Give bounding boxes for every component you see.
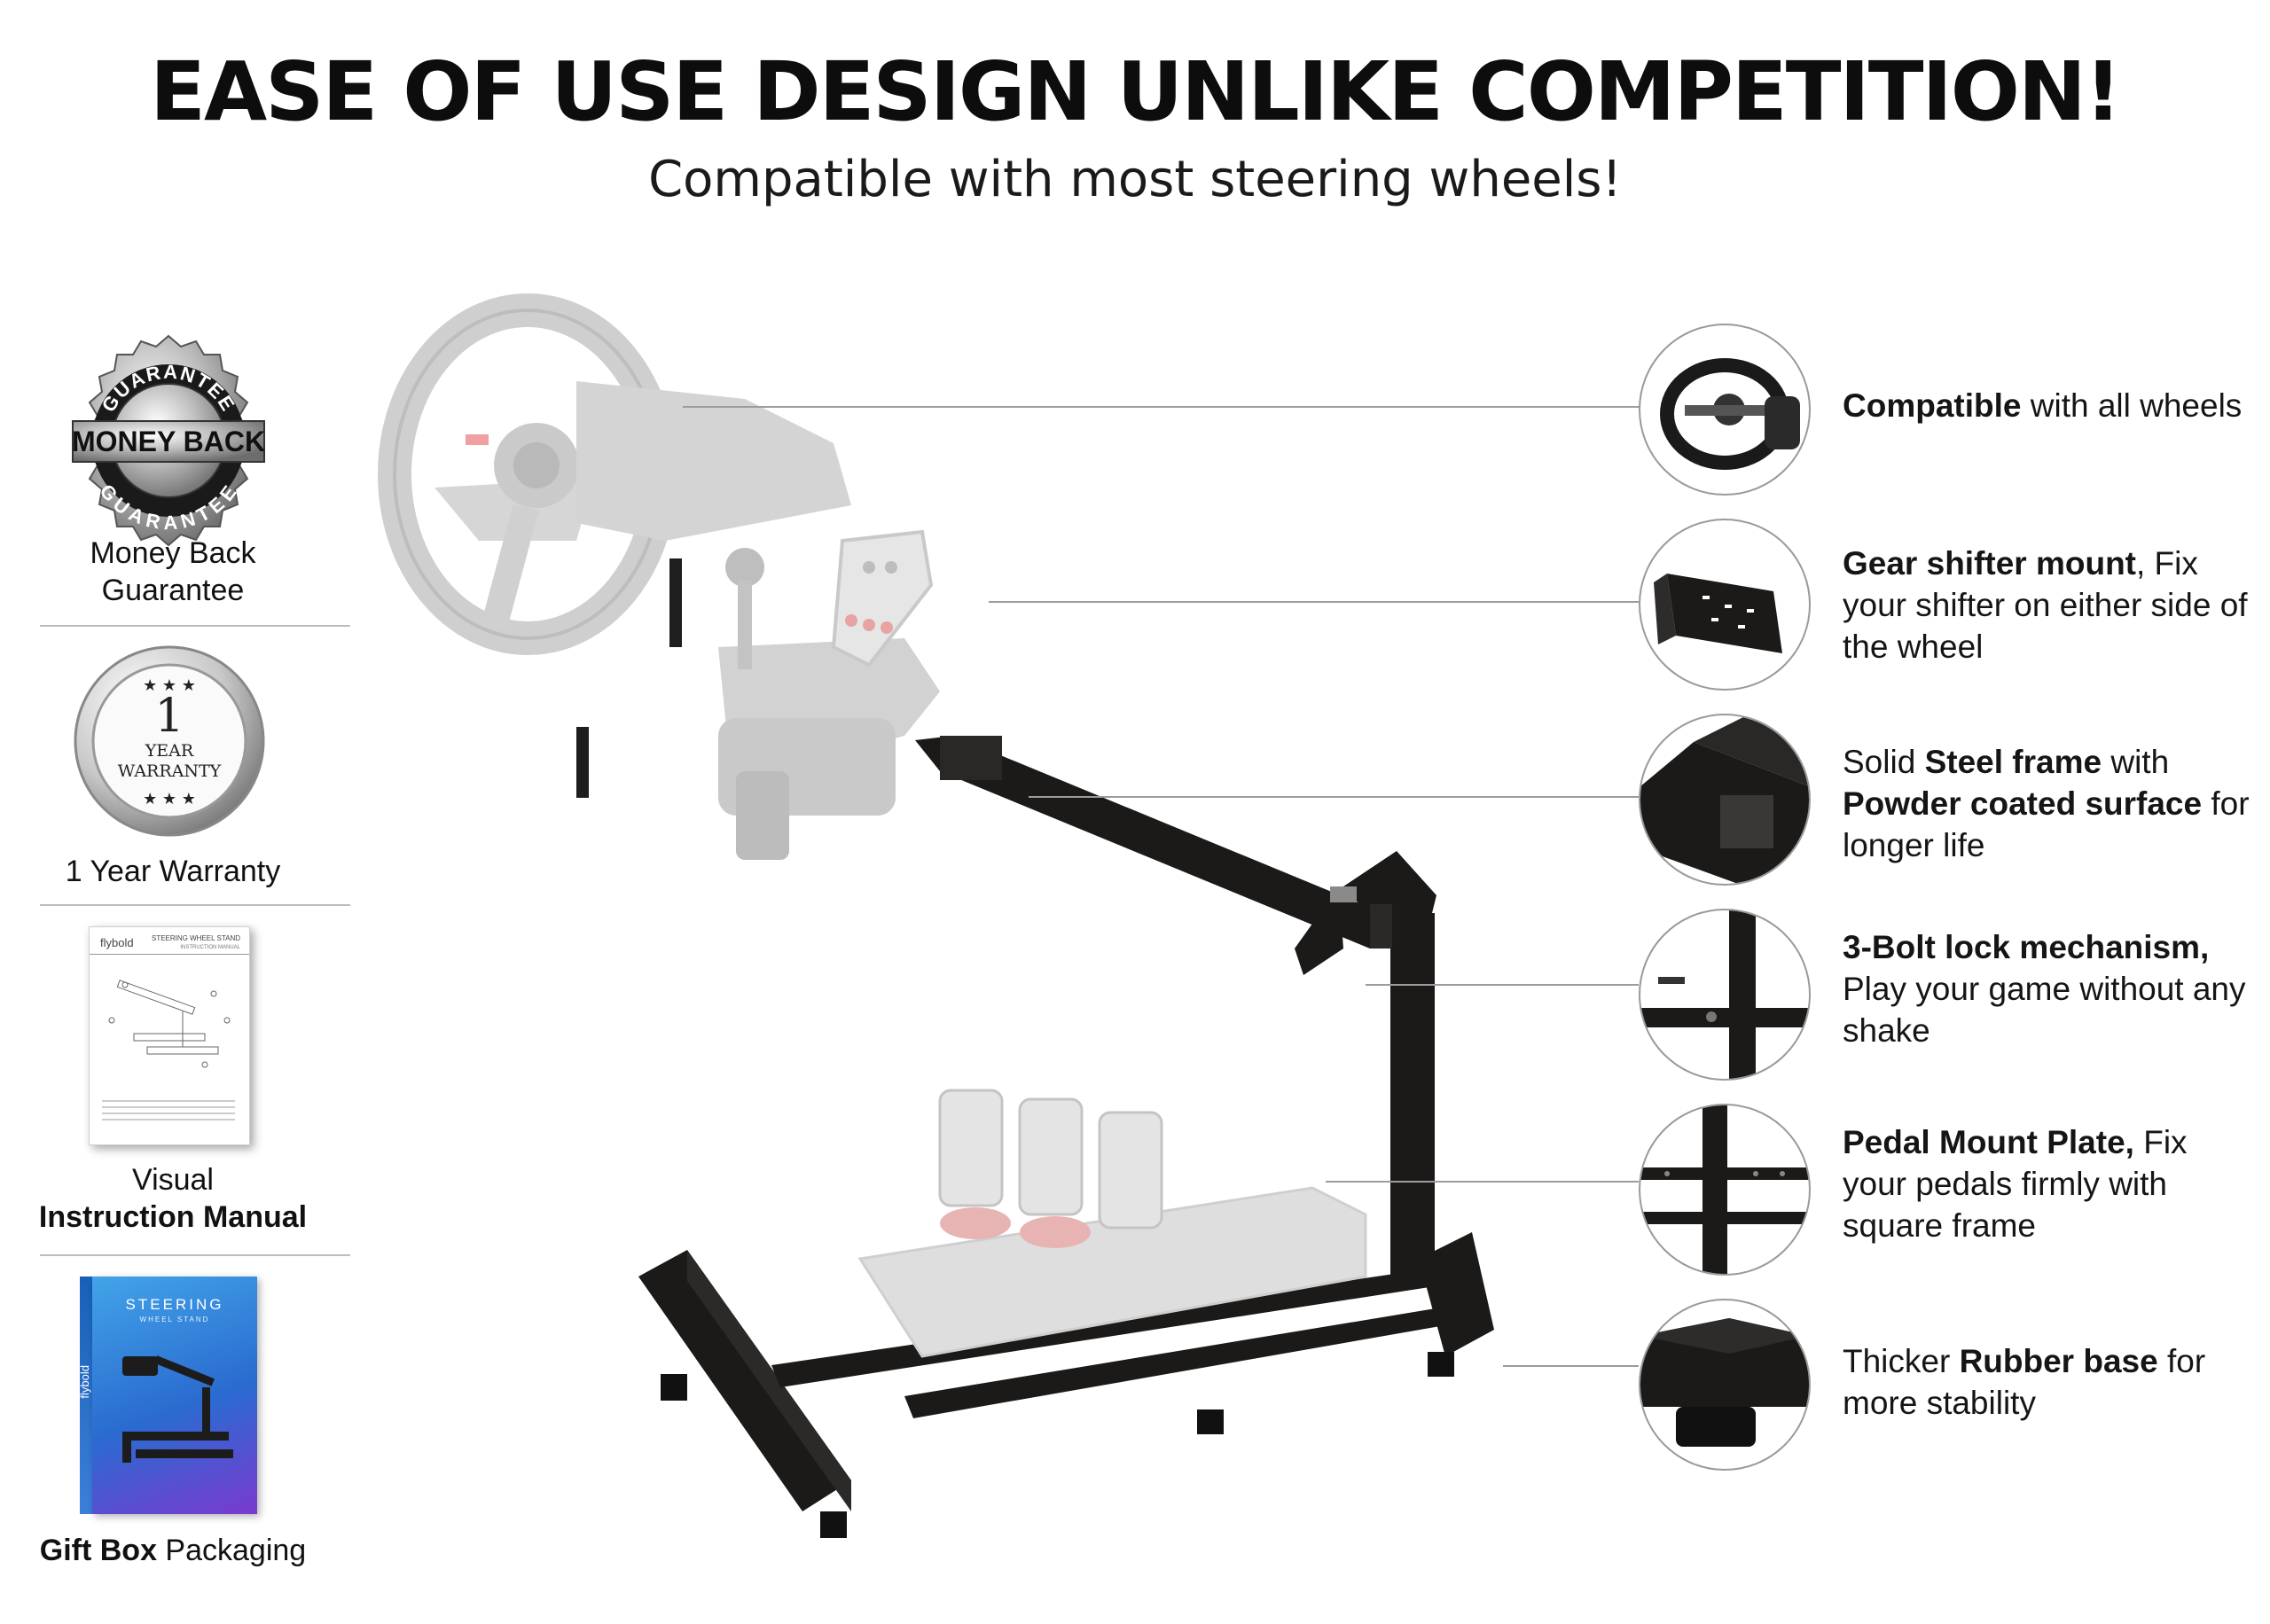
feature-rubber-base: Thicker Rubber base for more stability [1843, 1343, 2206, 1421]
wheel-stand-illustration [378, 293, 1494, 1538]
manual-label: Visual Instruction Manual [38, 1163, 308, 1234]
feature-steel-frame: Solid Steel frame with Powder coated sur… [1843, 744, 2250, 863]
feature-compatible: Compatible with all wheels [1843, 387, 2243, 424]
steel-frame-icon [1639, 714, 1811, 886]
connector-line [683, 406, 1640, 408]
warranty-label: 1 Year Warranty [65, 855, 281, 888]
pedal-plate-icon [1639, 1104, 1811, 1276]
divider [40, 904, 350, 906]
connector-line [1029, 796, 1639, 798]
instruction-manual-image: flybold STEERING WHEEL STAND INSTRUCTION… [89, 926, 250, 1145]
feature-gear-shifter: Gear shifter mount, Fix your shifter on … [1843, 545, 2248, 665]
money-back-text: MONEY BACK [72, 426, 265, 457]
bolt-lock-icon [1639, 909, 1811, 1081]
warranty-year-text: YEAR [145, 741, 194, 761]
steering-wheel-ghost [378, 293, 851, 655]
connector-line [1366, 984, 1639, 986]
steering-wheel-icon [1639, 324, 1811, 496]
connector-line [1326, 1181, 1639, 1183]
warranty-number: 1 [154, 690, 184, 743]
svg-text:★ ★ ★: ★ ★ ★ [143, 790, 196, 808]
rubber-base-icon [1639, 1299, 1811, 1471]
steel-frame [638, 736, 1494, 1538]
page-title: EASE OF USE DESIGN UNLIKE COMPETITION! [150, 44, 2122, 139]
connector-line [989, 601, 1639, 603]
svg-text:★ ★ ★: ★ ★ ★ [143, 676, 196, 695]
page-subtitle: Compatible with most steering wheels! [648, 151, 1622, 208]
feature-pedal-plate: Pedal Mount Plate, Fix your pedals firml… [1843, 1124, 2188, 1244]
gift-box-label: Gift Box Packaging [39, 1534, 307, 1567]
feature-bolt-lock: 3-Bolt lock mechanism, Play your game wi… [1843, 929, 2246, 1049]
divider [40, 625, 350, 627]
money-back-badge: MONEY BACK GUARANTEE GUARANTEE [72, 334, 265, 547]
divider [40, 1254, 350, 1256]
pedals-ghost [857, 1089, 1367, 1358]
shifter-mount-icon [1639, 519, 1811, 691]
money-back-label: Money Back Guarantee [90, 536, 256, 607]
shifter-ghost [576, 529, 940, 860]
connector-line [1503, 1365, 1639, 1367]
gift-box-image: STEERING WHEEL STAND flybold [78, 1277, 257, 1514]
warranty-word-text: WARRANTY [118, 761, 222, 781]
warranty-badge: ★ ★ ★ 1 YEAR WARRANTY ★ ★ ★ [74, 645, 265, 837]
